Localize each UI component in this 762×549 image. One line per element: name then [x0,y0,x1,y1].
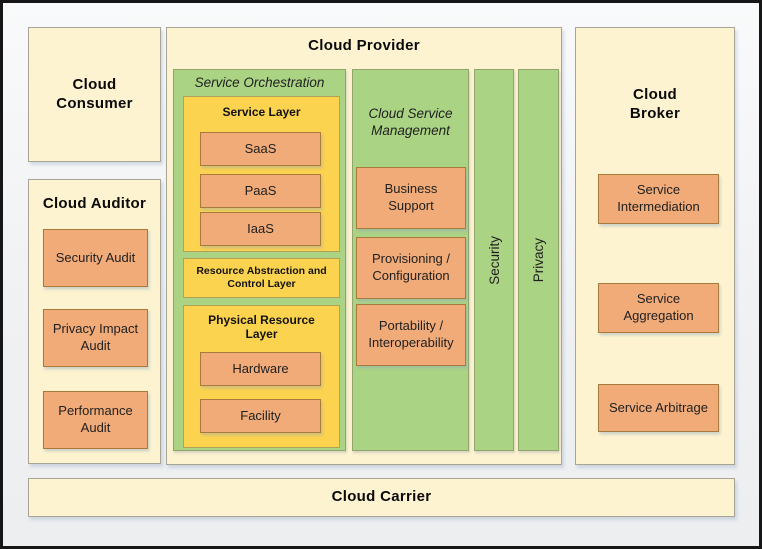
cloud-broker-panel: Cloud Broker Service Intermediation Serv… [575,27,735,465]
hardware-box: Hardware [200,352,321,386]
resource-abstraction-control-layer-panel: Resource Abstraction and Control Layer [183,258,340,298]
cloud-consumer-title: Cloud Consumer [56,75,133,112]
privacy-bar-label: Privacy [531,237,546,283]
physical-resource-layer-title: Physical Resource Layer [208,313,315,342]
saas-box: SaaS [200,132,321,166]
service-layer-title: Service Layer [222,105,301,119]
cloud-auditor-panel: Cloud Auditor Security Audit Privacy Imp… [28,179,161,464]
facility-box: Facility [200,399,321,433]
cloud-consumer-panel: Cloud Consumer [28,27,161,162]
resource-abstraction-control-layer-title: Resource Abstraction and Control Layer [196,265,327,290]
cloud-carrier-title: Cloud Carrier [331,488,432,506]
security-bar-label: Security [486,235,502,285]
security-audit-box: Security Audit [43,229,148,287]
business-support-box: Business Support [356,167,466,229]
cloud-service-management-label: Cloud Service Management [368,106,453,138]
cloud-provider-title: Cloud Provider [308,37,420,54]
cloud-auditor-title: Cloud Auditor [42,195,147,212]
privacy-impact-audit-box: Privacy Impact Audit [43,309,148,367]
service-orchestration-label: Service Orchestration [194,75,325,90]
service-layer-panel: Service Layer SaaS PaaS IaaS [183,96,340,252]
service-orchestration-panel: Service Orchestration Service Layer SaaS… [173,69,346,451]
provisioning-configuration-box: Provisioning / Configuration [356,237,466,299]
security-bar: Security [474,69,514,451]
service-aggregation-box: Service Aggregation [598,283,719,333]
service-intermediation-box: Service Intermediation [598,174,719,224]
cloud-carrier-panel: Cloud Carrier [28,478,735,517]
paas-box: PaaS [200,174,321,208]
cloud-provider-panel: Cloud Provider Service Orchestration Ser… [166,27,562,465]
portability-interoperability-box: Portability / Interoperability [356,304,466,366]
cloud-broker-title: Cloud Broker [629,86,681,122]
physical-resource-layer-panel: Physical Resource Layer Hardware Facilit… [183,305,340,448]
privacy-bar: Privacy [518,69,559,451]
iaas-box: IaaS [200,212,321,246]
cloud-service-management-panel: Cloud Service Management Business Suppor… [352,69,469,451]
performance-audit-box: Performance Audit [43,391,148,449]
service-arbitrage-box: Service Arbitrage [598,384,719,432]
